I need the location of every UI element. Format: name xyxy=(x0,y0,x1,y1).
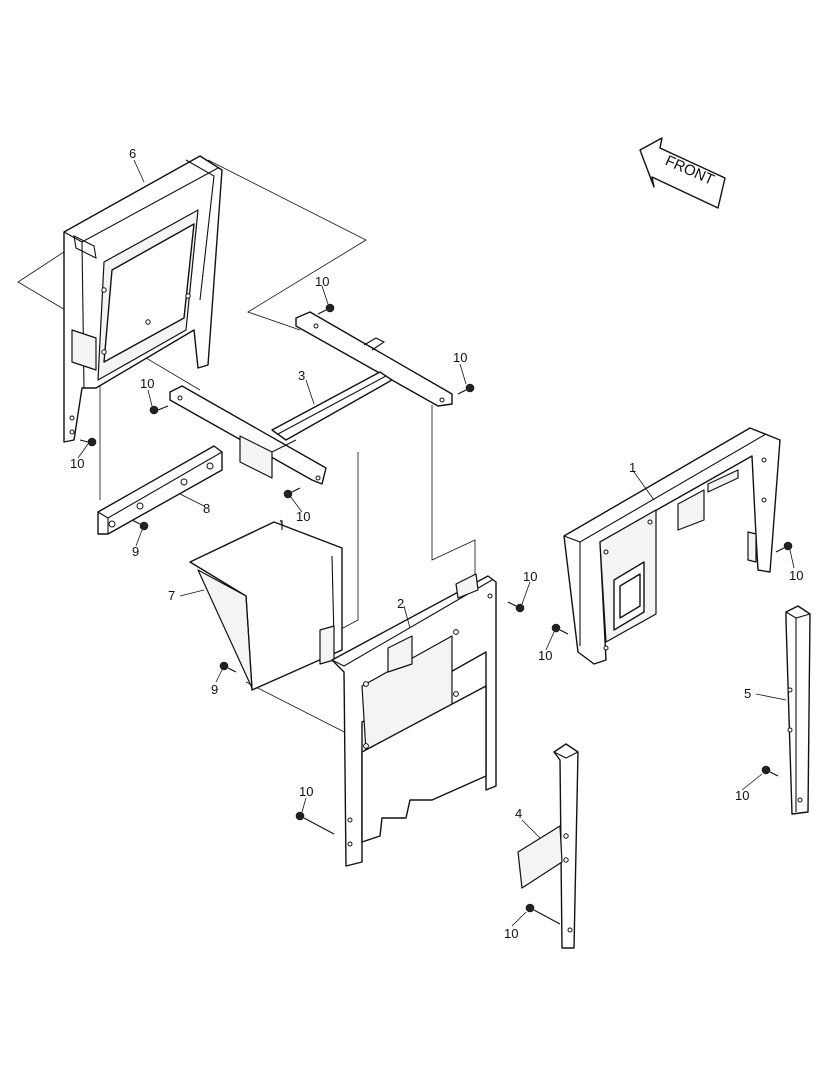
callout-10: 10 xyxy=(538,648,552,663)
callout-10: 10 xyxy=(789,568,803,583)
part-4-stay xyxy=(517,743,579,949)
bolt-icon xyxy=(79,437,97,447)
callout-10: 10 xyxy=(315,274,329,289)
bolt-icon xyxy=(507,601,525,613)
callouts: 6 10 10 3 10 10 10 8 9 1 10 7 2 10 10 9 … xyxy=(70,146,803,941)
callout-3: 3 xyxy=(298,368,305,383)
callout-2: 2 xyxy=(397,596,404,611)
bolt-icon xyxy=(761,765,779,777)
part-5-vertical-post xyxy=(785,605,811,815)
bolt-icon xyxy=(283,487,301,499)
front-arrow-icon: FRONT xyxy=(639,137,726,209)
washer-icon xyxy=(219,661,237,673)
part-2-center-frame xyxy=(331,573,497,867)
fasteners xyxy=(79,303,793,925)
callout-9: 9 xyxy=(211,682,218,697)
callout-10: 10 xyxy=(299,784,313,799)
bolt-icon xyxy=(457,383,475,395)
bolt-icon xyxy=(317,303,335,315)
callout-10: 10 xyxy=(296,509,310,524)
callout-7: 7 xyxy=(168,588,175,603)
callout-10: 10 xyxy=(504,926,518,941)
callout-10: 10 xyxy=(735,788,749,803)
callout-5: 5 xyxy=(744,686,751,701)
bolt-icon xyxy=(149,405,169,415)
bolt-icon xyxy=(551,623,569,635)
callout-6: 6 xyxy=(129,146,136,161)
bolt-icon xyxy=(295,811,335,835)
washer-icon xyxy=(131,519,149,531)
callout-4: 4 xyxy=(515,806,522,821)
part-6-upper-frame xyxy=(63,155,223,443)
callout-10: 10 xyxy=(453,350,467,365)
callout-1: 1 xyxy=(629,460,636,475)
callout-8: 8 xyxy=(203,501,210,516)
part-8-bracket xyxy=(97,445,223,535)
bolt-icon xyxy=(775,541,793,553)
callout-9: 9 xyxy=(132,544,139,559)
callout-10: 10 xyxy=(140,376,154,391)
part-1-right-frame xyxy=(563,427,781,665)
part-7-cover-plate xyxy=(189,520,343,691)
part-3-cross-member xyxy=(169,311,453,485)
bolt-icon xyxy=(525,903,561,925)
callout-10: 10 xyxy=(523,569,537,584)
callout-leaders xyxy=(77,159,795,927)
callout-10: 10 xyxy=(70,456,84,471)
